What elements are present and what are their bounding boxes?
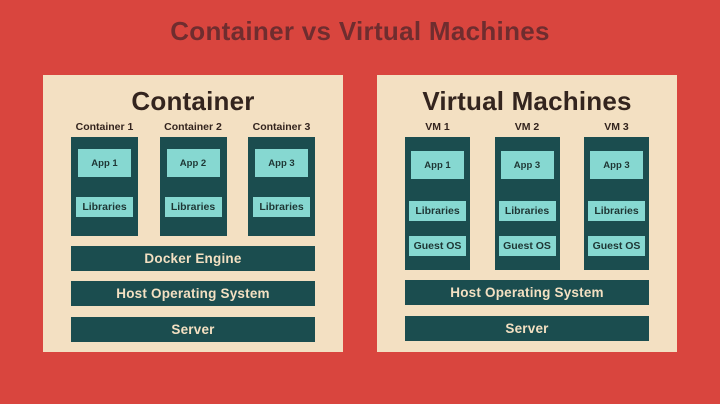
vm-1-app-block: App 1 (411, 151, 464, 179)
vm-3-box: App 3 Libraries Guest OS (584, 137, 649, 270)
container-1-column: Container 1 App 1 Libraries (71, 121, 138, 236)
container-2-box: App 2 Libraries (159, 137, 227, 236)
container-3-label: Container 3 (252, 121, 311, 133)
vm-2-app-block: App 3 (500, 151, 554, 179)
container-1-app-block: App 1 (78, 149, 131, 177)
vm-2-box: App 3 Libraries Guest OS (494, 137, 560, 270)
container-2-column: Container 2 App 2 Libraries (159, 121, 227, 236)
vm-3-column: VM 3 App 3 Libraries Guest OS (584, 121, 649, 270)
vm-2-label: VM 2 (514, 121, 540, 133)
vm-1-column: VM 1 App 1 Libraries Guest OS (405, 121, 470, 270)
container-columns: Container 1 App 1 Libraries Container 2 … (71, 121, 315, 236)
page-title: Container vs Virtual Machines (170, 16, 550, 46)
vm-2-column: VM 2 App 3 Libraries Guest OS (494, 121, 560, 270)
container-2-libraries-block: Libraries (164, 197, 222, 217)
vm-3-guest-os-block: Guest OS (588, 236, 645, 256)
vm-2-libraries-block: Libraries (498, 201, 556, 221)
vm-2-guest-os-block: Guest OS (498, 236, 556, 256)
container-panel-heading: Container (131, 86, 255, 116)
vm-host-os-bar: Host Operating System (405, 280, 649, 305)
container-3-libraries-block: Libraries (253, 197, 310, 217)
vm-columns: VM 1 App 1 Libraries Guest OS VM 2 App 3… (405, 121, 649, 270)
container-3-app-block: App 3 (255, 149, 308, 177)
container-1-label: Container 1 (75, 121, 134, 133)
container-3-column: Container 3 App 3 Libraries (248, 121, 315, 236)
container-panel: Container Container 1 App 1 Libraries Co… (43, 75, 343, 352)
vm-server-bar: Server (405, 316, 649, 341)
docker-engine-bar: Docker Engine (71, 246, 315, 271)
container-host-os-bar: Host Operating System (71, 281, 315, 306)
vm-3-libraries-block: Libraries (588, 201, 645, 221)
vm-1-label: VM 1 (425, 121, 450, 133)
container-3-box: App 3 Libraries (248, 137, 315, 236)
vm-3-app-block: App 3 (590, 151, 643, 179)
vm-panel-heading: Virtual Machines (422, 86, 632, 116)
container-1-box: App 1 Libraries (71, 137, 138, 236)
container-server-bar: Server (71, 317, 315, 342)
vm-1-libraries-block: Libraries (409, 201, 466, 221)
container-2-label: Container 2 (164, 121, 222, 133)
vm-panel: Virtual Machines VM 1 App 1 Libraries Gu… (377, 75, 677, 352)
container-1-libraries-block: Libraries (76, 197, 133, 217)
vm-3-label: VM 3 (604, 121, 629, 133)
vm-1-guest-os-block: Guest OS (409, 236, 466, 256)
vm-1-box: App 1 Libraries Guest OS (405, 137, 470, 270)
container-2-app-block: App 2 (166, 149, 220, 177)
